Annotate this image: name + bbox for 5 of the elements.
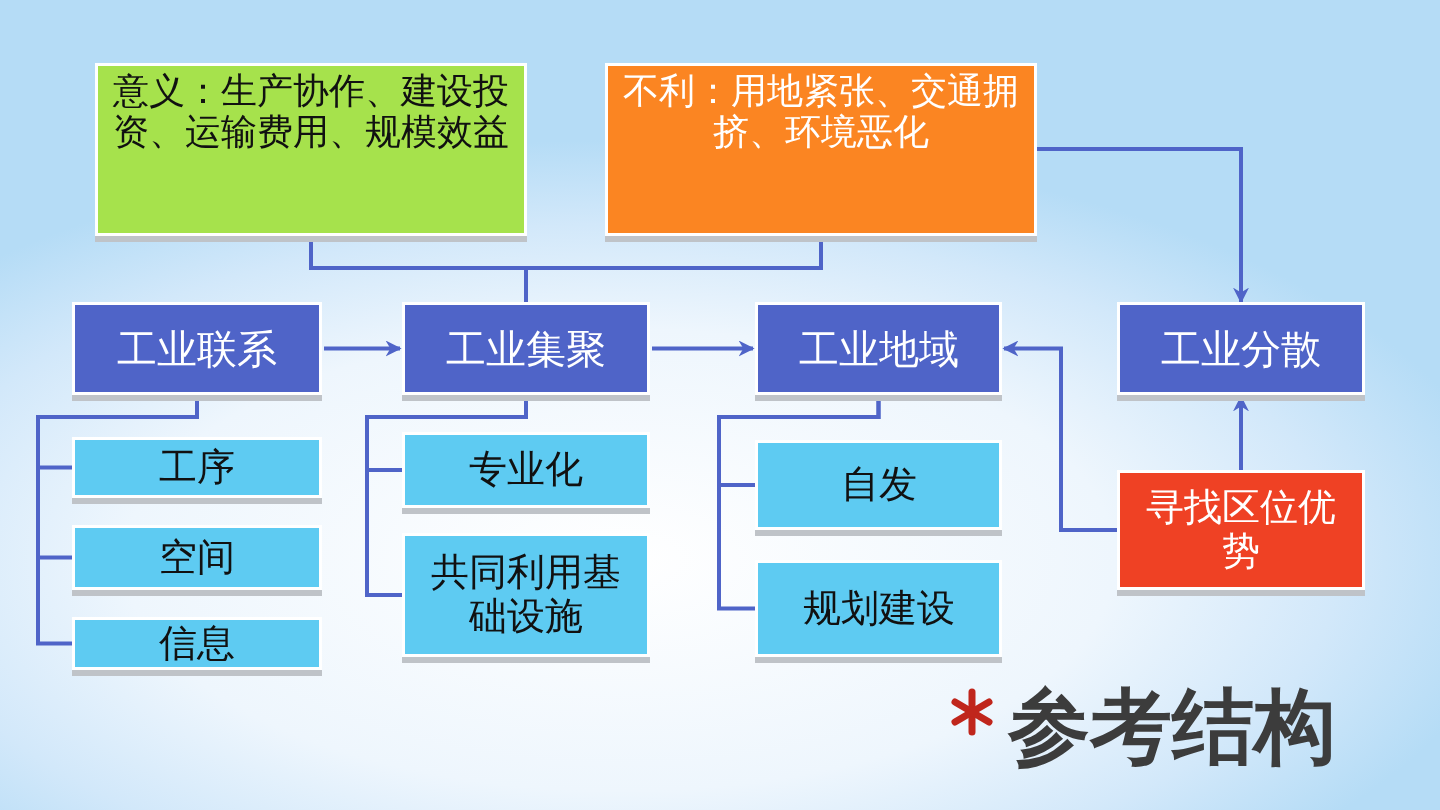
arrow: [1002, 340, 1117, 532]
arrow: [324, 340, 402, 357]
arrow: [1037, 147, 1249, 304]
arrow: [652, 340, 755, 357]
slide-title: 参考结构: [1008, 682, 1336, 773]
